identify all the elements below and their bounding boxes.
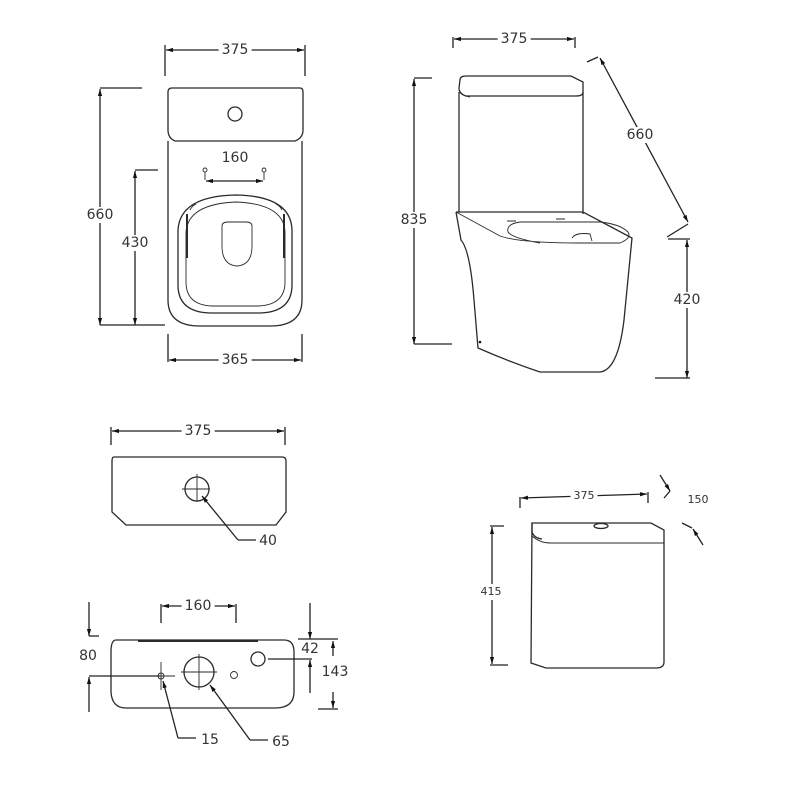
pan-width-label: 365 [218,352,252,368]
vertical-offset-label: 80 [76,648,100,664]
seat-fixing-centres-label: 160 [218,150,252,166]
small-hole-diameter-label: 15 [198,732,222,748]
inlet-centres-label: 160 [181,598,215,614]
lid-width-label: 375 [181,423,215,439]
cistern-lid-view [110,427,287,541]
top-view-depth-label: 660 [83,207,117,223]
projection-diagonal-label: 660 [623,127,657,143]
side-view [411,36,690,379]
hole-offset-top-label: 42 [298,641,322,657]
outlet-hole-diameter-label: 65 [269,734,293,750]
side-view-width-label: 375 [497,31,531,47]
top-view [97,45,306,363]
cistern-3d-depth-label: 150 [684,492,712,508]
top-view-width-label: 375 [218,42,252,58]
cistern-3d-height-label: 415 [477,584,505,600]
overall-height-label: 835 [397,212,431,228]
base-depth-label: 143 [318,664,352,680]
bowl-depth-label: 430 [118,235,152,251]
seat-height-label: 420 [670,292,704,308]
cistern-3d-width-label: 375 [570,488,598,504]
button-hole-diameter-label: 40 [256,533,280,549]
cistern-base-view [86,602,338,741]
